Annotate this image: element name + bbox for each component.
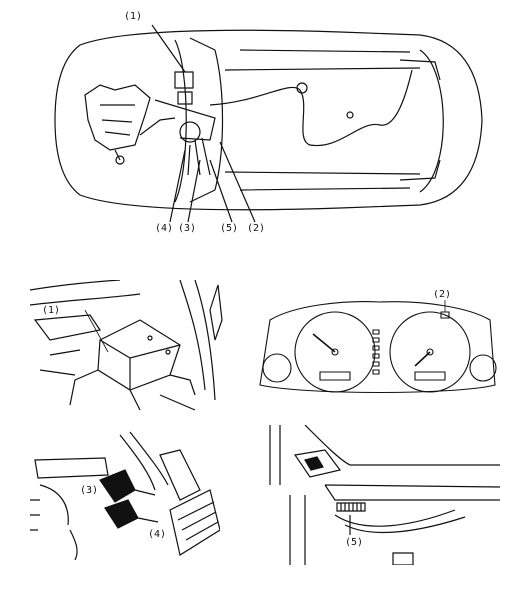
leader-4 (170, 150, 185, 222)
connector-detail-figure: (3) (4) (30, 430, 220, 560)
speedometer-dial (295, 312, 375, 392)
callout-4-detail: (4) (148, 529, 167, 540)
roof-rail-top (225, 68, 420, 70)
steering-column (155, 100, 215, 140)
callout-5-detail: (5) (345, 537, 364, 548)
vehicle-outline-drawing (40, 10, 495, 240)
a-pillar-left (190, 38, 215, 202)
instrument-cluster-figure: (2) (255, 290, 500, 405)
module-detail-drawing (30, 280, 230, 415)
leader-1 (152, 25, 185, 72)
dlc-detail-figure: (5) (265, 425, 500, 565)
module-detail-figure: (1) (30, 280, 230, 415)
car-body-outline (55, 30, 482, 210)
tachometer-dial (390, 312, 470, 392)
srs-unit-box (175, 72, 193, 88)
callout-2-detail: (2) (433, 290, 452, 300)
fuel-gauge (263, 354, 291, 382)
callout-3-detail: (3) (80, 485, 99, 496)
callout-4-top: (4) (155, 223, 174, 234)
rear-window (420, 50, 443, 192)
connector-detail-drawing (30, 430, 220, 560)
dashboard-line (215, 50, 223, 190)
wire-harness (210, 70, 412, 146)
leader-3 (188, 160, 200, 222)
callout-2-top: (2) (247, 223, 266, 234)
roof-rail-bottom (225, 172, 420, 174)
dlc-connector (337, 503, 365, 511)
callout-5-top: (5) (220, 223, 239, 234)
callout-1-detail: (1) (42, 305, 61, 316)
callout-1-top: (1) (124, 11, 143, 22)
cluster-drawing (255, 290, 500, 405)
leader-2 (220, 142, 255, 222)
vehicle-overview-figure: (1) (4) (3) (5) (2) (40, 10, 495, 240)
connector-4 (105, 500, 138, 528)
srs-module-body (98, 320, 180, 390)
engine-block (85, 85, 150, 150)
dlc-detail-drawing (265, 425, 500, 565)
pedal-plate (170, 490, 220, 555)
leader-5 (210, 160, 232, 222)
windshield-line (175, 40, 186, 202)
temp-gauge (470, 355, 496, 381)
callout-3-top: (3) (178, 223, 197, 234)
